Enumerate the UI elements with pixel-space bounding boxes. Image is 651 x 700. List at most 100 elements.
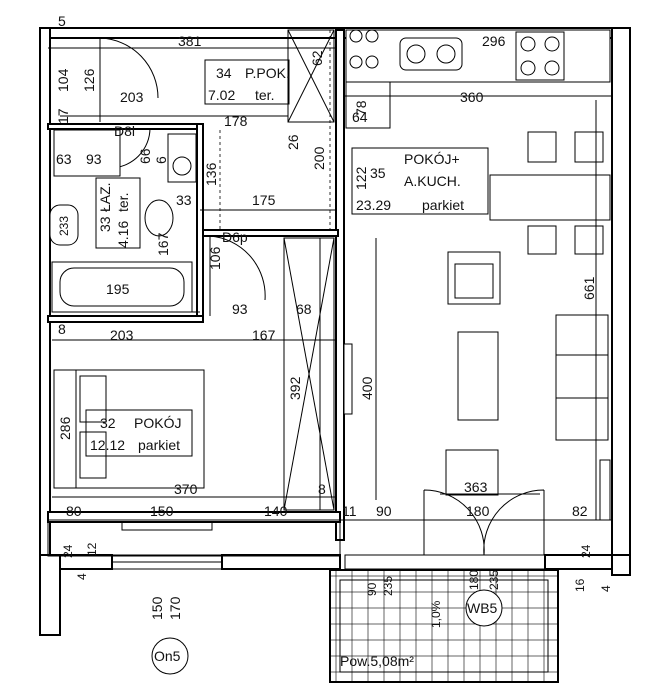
balcony-door-left — [423, 489, 485, 556]
dim-label: 80 — [66, 503, 82, 519]
room-area: 12.12 — [90, 437, 125, 453]
dim-label: 661 — [581, 276, 597, 300]
chair — [574, 131, 604, 163]
room-number: 32 — [100, 415, 116, 431]
dim-label: 167 — [252, 327, 276, 343]
dining-set — [489, 131, 611, 255]
balcony-door-right — [483, 489, 545, 556]
room-floor: ter. — [255, 87, 274, 103]
tags: D8l D6p On5 WB5 Pow.5,08m² 1,0% 233 — [57, 123, 498, 669]
room-number: 34 — [216, 65, 232, 81]
entrance-door-swing — [99, 37, 159, 122]
bathroom-fixtures — [49, 129, 197, 313]
dim-label: 175 — [252, 192, 276, 208]
coffee-table — [457, 331, 499, 421]
dim-label: 64 — [352, 109, 368, 125]
room-label-bedroom: 32 POKÓJ 12.12 parkiet — [85, 409, 193, 457]
dim-label: 66 — [137, 148, 153, 164]
balcony-area: Pow.5,08m² — [340, 653, 414, 669]
dim-label: 90 — [376, 503, 392, 519]
dim-label: 93 — [86, 151, 102, 167]
window-tag-circle — [151, 637, 189, 675]
dim-label: 136 — [203, 162, 219, 186]
dim-label: 4 — [75, 573, 89, 580]
room-name: P.POK. — [245, 65, 290, 81]
room-number: 35 — [370, 165, 386, 181]
dim-label: 178 — [224, 113, 248, 129]
washbasin — [144, 199, 174, 237]
room-name: POKÓJ — [134, 415, 181, 431]
room-floor: parkiet — [138, 437, 180, 453]
dim-label: 200 — [311, 146, 327, 170]
dim-label: 24 — [61, 544, 75, 558]
radiator-bedroom — [121, 521, 213, 531]
double-bed — [53, 369, 205, 489]
hall-door-swing — [209, 235, 266, 316]
left-wall-stub — [39, 554, 61, 636]
dim-label: 363 — [464, 479, 488, 495]
radiator-living — [599, 459, 611, 521]
room-name: POKÓJ+ — [404, 151, 460, 167]
dim-label: 62 — [309, 50, 325, 66]
dim-label: 90 — [365, 582, 379, 596]
wall-bath-bottom — [47, 315, 204, 323]
dim-label: 296 — [482, 33, 506, 49]
dim-label: 150 — [149, 596, 165, 620]
dim-label: 68 — [296, 301, 312, 317]
dim-label: 203 — [110, 327, 134, 343]
dim-label: 33 — [176, 192, 192, 208]
doors — [99, 37, 545, 556]
cooktop — [515, 31, 565, 81]
tv-stand — [343, 343, 353, 415]
dim-label: 6 — [153, 156, 169, 164]
room-floor: ter. — [115, 193, 131, 212]
armchair — [445, 449, 499, 496]
dim-label: 12 — [85, 542, 99, 556]
slope-label: 1,0% — [429, 600, 443, 628]
right-wall-stub — [611, 554, 631, 576]
interior-walls — [47, 29, 345, 557]
dim-label: 235 — [487, 570, 501, 590]
room-label-bath: 33 ŁAZ. 4.16 ter. — [95, 177, 141, 249]
chair — [574, 225, 604, 255]
dim-label: 17 — [55, 108, 71, 124]
dim-label: 381 — [178, 33, 202, 49]
wall-living-left — [335, 29, 345, 541]
dimension-lines — [48, 30, 612, 521]
dim-label: 392 — [287, 376, 303, 400]
dim-label: 4 — [599, 585, 613, 592]
dim-label: 195 — [106, 281, 130, 297]
dim-label: 122 — [353, 166, 369, 190]
sink — [399, 37, 463, 71]
dim-label: 203 — [120, 89, 144, 105]
dim-label: 150 — [150, 503, 174, 519]
balcony-door-tag: WB5 — [467, 600, 498, 616]
dining-table — [489, 174, 611, 221]
room-area: 7.02 — [208, 87, 235, 103]
dim-label: 167 — [155, 232, 171, 256]
dim-label: 170 — [167, 596, 183, 620]
washbasin-counter — [53, 129, 121, 177]
dim-label: 16 — [573, 578, 587, 592]
boiler-icon — [349, 29, 363, 43]
wardrobes — [283, 29, 335, 511]
dim-label: 11 — [342, 503, 357, 519]
dim-label: 180 — [466, 503, 490, 519]
room-number: 33 — [97, 216, 113, 232]
chair — [527, 131, 557, 163]
door-tag-bath: D8l — [114, 123, 135, 139]
dim-label: 63 — [56, 151, 72, 167]
dimension-labels-vertical: 104 126 62 17 26 200 78 66 6 136 167 106… — [55, 50, 613, 620]
dim-label: 140 — [264, 503, 288, 519]
wall-bath-right — [196, 123, 204, 320]
left-wall — [39, 27, 51, 569]
dim-label: 8 — [58, 321, 66, 337]
door-tag-hall: D6p — [222, 229, 248, 245]
bottom-wall-mid — [221, 554, 341, 570]
wardrobe-hall — [287, 29, 335, 123]
window-balcony — [344, 554, 546, 570]
balcony — [151, 569, 559, 683]
dim-label: 235 — [381, 576, 395, 596]
dim-label: 180 — [467, 570, 481, 590]
